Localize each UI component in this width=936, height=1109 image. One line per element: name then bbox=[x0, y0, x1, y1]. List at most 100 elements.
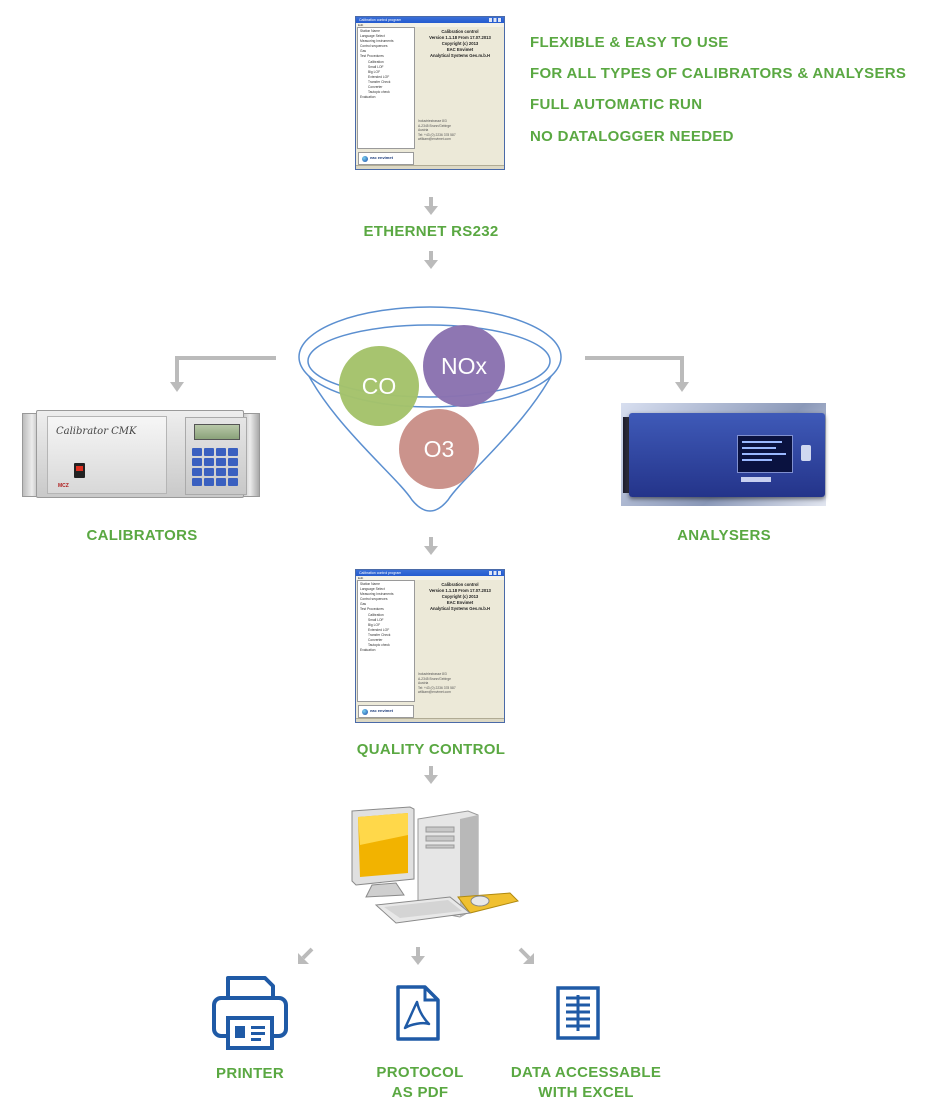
tree-panel: Station Name Language Select Measuring I… bbox=[357, 27, 415, 149]
address-line: Austria bbox=[418, 128, 429, 132]
lcd-display bbox=[194, 424, 240, 440]
analysers-label: ANALYSERS bbox=[677, 527, 771, 544]
software-brand: eac envimet bbox=[358, 705, 414, 718]
address-line: Austria bbox=[418, 681, 429, 685]
address-line: Industriestrasse 8/3 bbox=[418, 119, 447, 123]
window-menubar: Edit bbox=[356, 23, 504, 27]
feature-item: FULL AUTOMATIC RUN bbox=[530, 96, 703, 113]
tree-item: Language Select bbox=[360, 587, 385, 592]
down-left-arrow-icon bbox=[298, 947, 314, 964]
quality-control-label: QUALITY CONTROL bbox=[356, 741, 506, 758]
window-titlebar: Calibration control program bbox=[356, 17, 504, 23]
co-circle bbox=[339, 346, 419, 426]
calibrator-device: Calibrator CMK MCZ bbox=[22, 410, 260, 500]
software-screenshot-quality: Calibration control program Edit Station… bbox=[355, 569, 505, 723]
window-title: Calibration control program bbox=[359, 571, 402, 575]
calibrators-label: CALIBRATORS bbox=[86, 527, 198, 544]
status-bar bbox=[356, 717, 504, 722]
info-line: EAC Envimet bbox=[446, 600, 474, 605]
down-arrow-icon bbox=[424, 766, 438, 784]
info-line: EAC Envimet bbox=[446, 47, 474, 52]
excel-label-line2: WITH EXCEL bbox=[538, 1084, 634, 1101]
tree-subitem: Calibration bbox=[368, 612, 384, 617]
info-line: Copyright (c) 2013 bbox=[441, 594, 479, 599]
analyser-front-panel bbox=[629, 413, 825, 497]
analyser-side bbox=[623, 417, 633, 493]
down-arrow-icon bbox=[424, 537, 438, 555]
about-info: Calibration control Version 1.1.18 From … bbox=[418, 29, 502, 59]
down-arrow-icon bbox=[424, 197, 438, 215]
window-controls bbox=[489, 18, 502, 22]
tree-item: Station Name bbox=[360, 29, 380, 33]
right-elbow-arrow-icon bbox=[585, 356, 689, 392]
globe-icon bbox=[362, 709, 368, 715]
address-line: Industriestrasse 8/3 bbox=[418, 672, 447, 676]
address-line: Tel: +43 (0) 2236 378 587 bbox=[418, 685, 456, 690]
address-block: Industriestrasse 8/3 A-2345 Brunn/Gebirg… bbox=[418, 119, 456, 142]
pdf-document-icon bbox=[396, 985, 440, 1041]
tree-subitem: Calibration bbox=[368, 59, 384, 64]
software-screenshot-top: Calibration control program Edit Station… bbox=[355, 16, 505, 170]
address-line: Tel: +43 (0) 2236 378 587 bbox=[418, 132, 456, 137]
window-title: Calibration control program bbox=[359, 18, 402, 22]
window-menubar: Edit bbox=[356, 576, 504, 580]
tree-item: Evaluation bbox=[360, 95, 376, 100]
printer-icon bbox=[212, 976, 288, 1050]
o3-label: O3 bbox=[423, 436, 455, 462]
tree-subitem: Extended LOF bbox=[368, 627, 390, 632]
spreadsheet-icon bbox=[556, 986, 600, 1040]
protocol-label-line2: AS PDF bbox=[391, 1084, 449, 1101]
address-line: A-2345 Brunn/Gebirge bbox=[418, 676, 451, 681]
left-elbow-arrow-icon bbox=[170, 356, 276, 392]
address-line: willkam@envimet.com bbox=[418, 137, 451, 141]
down-arrow-icon bbox=[424, 251, 438, 269]
tree-subitem: Transfer Check bbox=[368, 79, 391, 84]
down-right-arrow-icon bbox=[518, 947, 534, 964]
calibrator-body: Calibrator CMK MCZ bbox=[36, 410, 247, 498]
tree-item: Test Procedures bbox=[360, 607, 384, 612]
window-titlebar: Calibration control program bbox=[356, 570, 504, 576]
status-bar bbox=[356, 164, 504, 169]
tree-subitem: Big LOF bbox=[368, 622, 381, 627]
tree-subitem: Extended LOF bbox=[368, 74, 390, 79]
info-line: Copyright (c) 2013 bbox=[441, 41, 479, 46]
tree-item: Measuring Instruments bbox=[360, 39, 394, 44]
brand-name: eac envimet bbox=[370, 708, 393, 713]
software-brand: eac envimet bbox=[358, 152, 414, 165]
funnel-rim-inner bbox=[307, 324, 551, 398]
tree-panel: Station Name Language Select Measuring I… bbox=[357, 580, 415, 702]
gas-funnel bbox=[298, 306, 562, 512]
info-line: Calibration control bbox=[441, 582, 479, 587]
down-arrow-icon bbox=[411, 947, 425, 965]
globe-icon bbox=[362, 156, 368, 162]
tree-subitem: Small LOF bbox=[368, 617, 384, 622]
tree-subitem: Converter bbox=[368, 638, 383, 643]
tree-item: Control sequences bbox=[360, 44, 388, 49]
calibrator-logo: MCZ bbox=[58, 483, 69, 489]
feature-item: NO DATALOGGER NEEDED bbox=[530, 128, 734, 145]
power-switch-icon bbox=[74, 463, 85, 478]
excel-label-line1: DATA ACCESSABLE bbox=[510, 1064, 662, 1081]
o3-circle bbox=[399, 409, 479, 489]
info-line: Version 1.1.18 From 17.07.2013 bbox=[429, 588, 491, 593]
keypad-panel bbox=[185, 417, 247, 495]
tree-item: Station Name bbox=[360, 582, 380, 586]
analyser-screen bbox=[737, 435, 793, 473]
tree-subitem: Converter bbox=[368, 85, 383, 90]
computer-icon bbox=[351, 806, 519, 924]
tree-item: Language Select bbox=[360, 34, 385, 39]
calibrator-brand: Calibrator CMK bbox=[56, 426, 137, 437]
analyser-knob bbox=[801, 445, 811, 461]
printer-label: PRINTER bbox=[216, 1065, 284, 1082]
nox-circle bbox=[423, 325, 505, 407]
address-line: A-2345 Brunn/Gebirge bbox=[418, 123, 451, 128]
tree-subitem: Small LOF bbox=[368, 64, 384, 69]
nox-label: NOx bbox=[441, 353, 487, 379]
address-block: Industriestrasse 8/3 A-2345 Brunn/Gebirg… bbox=[418, 672, 456, 695]
info-line: Version 1.1.18 From 17.07.2013 bbox=[429, 35, 491, 40]
calibrator-faceplate: Calibrator CMK MCZ bbox=[47, 416, 167, 494]
co-label: CO bbox=[361, 373, 397, 399]
feature-item: FLEXIBLE & EASY TO USE bbox=[530, 34, 729, 51]
window-controls bbox=[489, 571, 502, 575]
protocol-label-line1: PROTOCOL bbox=[376, 1064, 464, 1081]
